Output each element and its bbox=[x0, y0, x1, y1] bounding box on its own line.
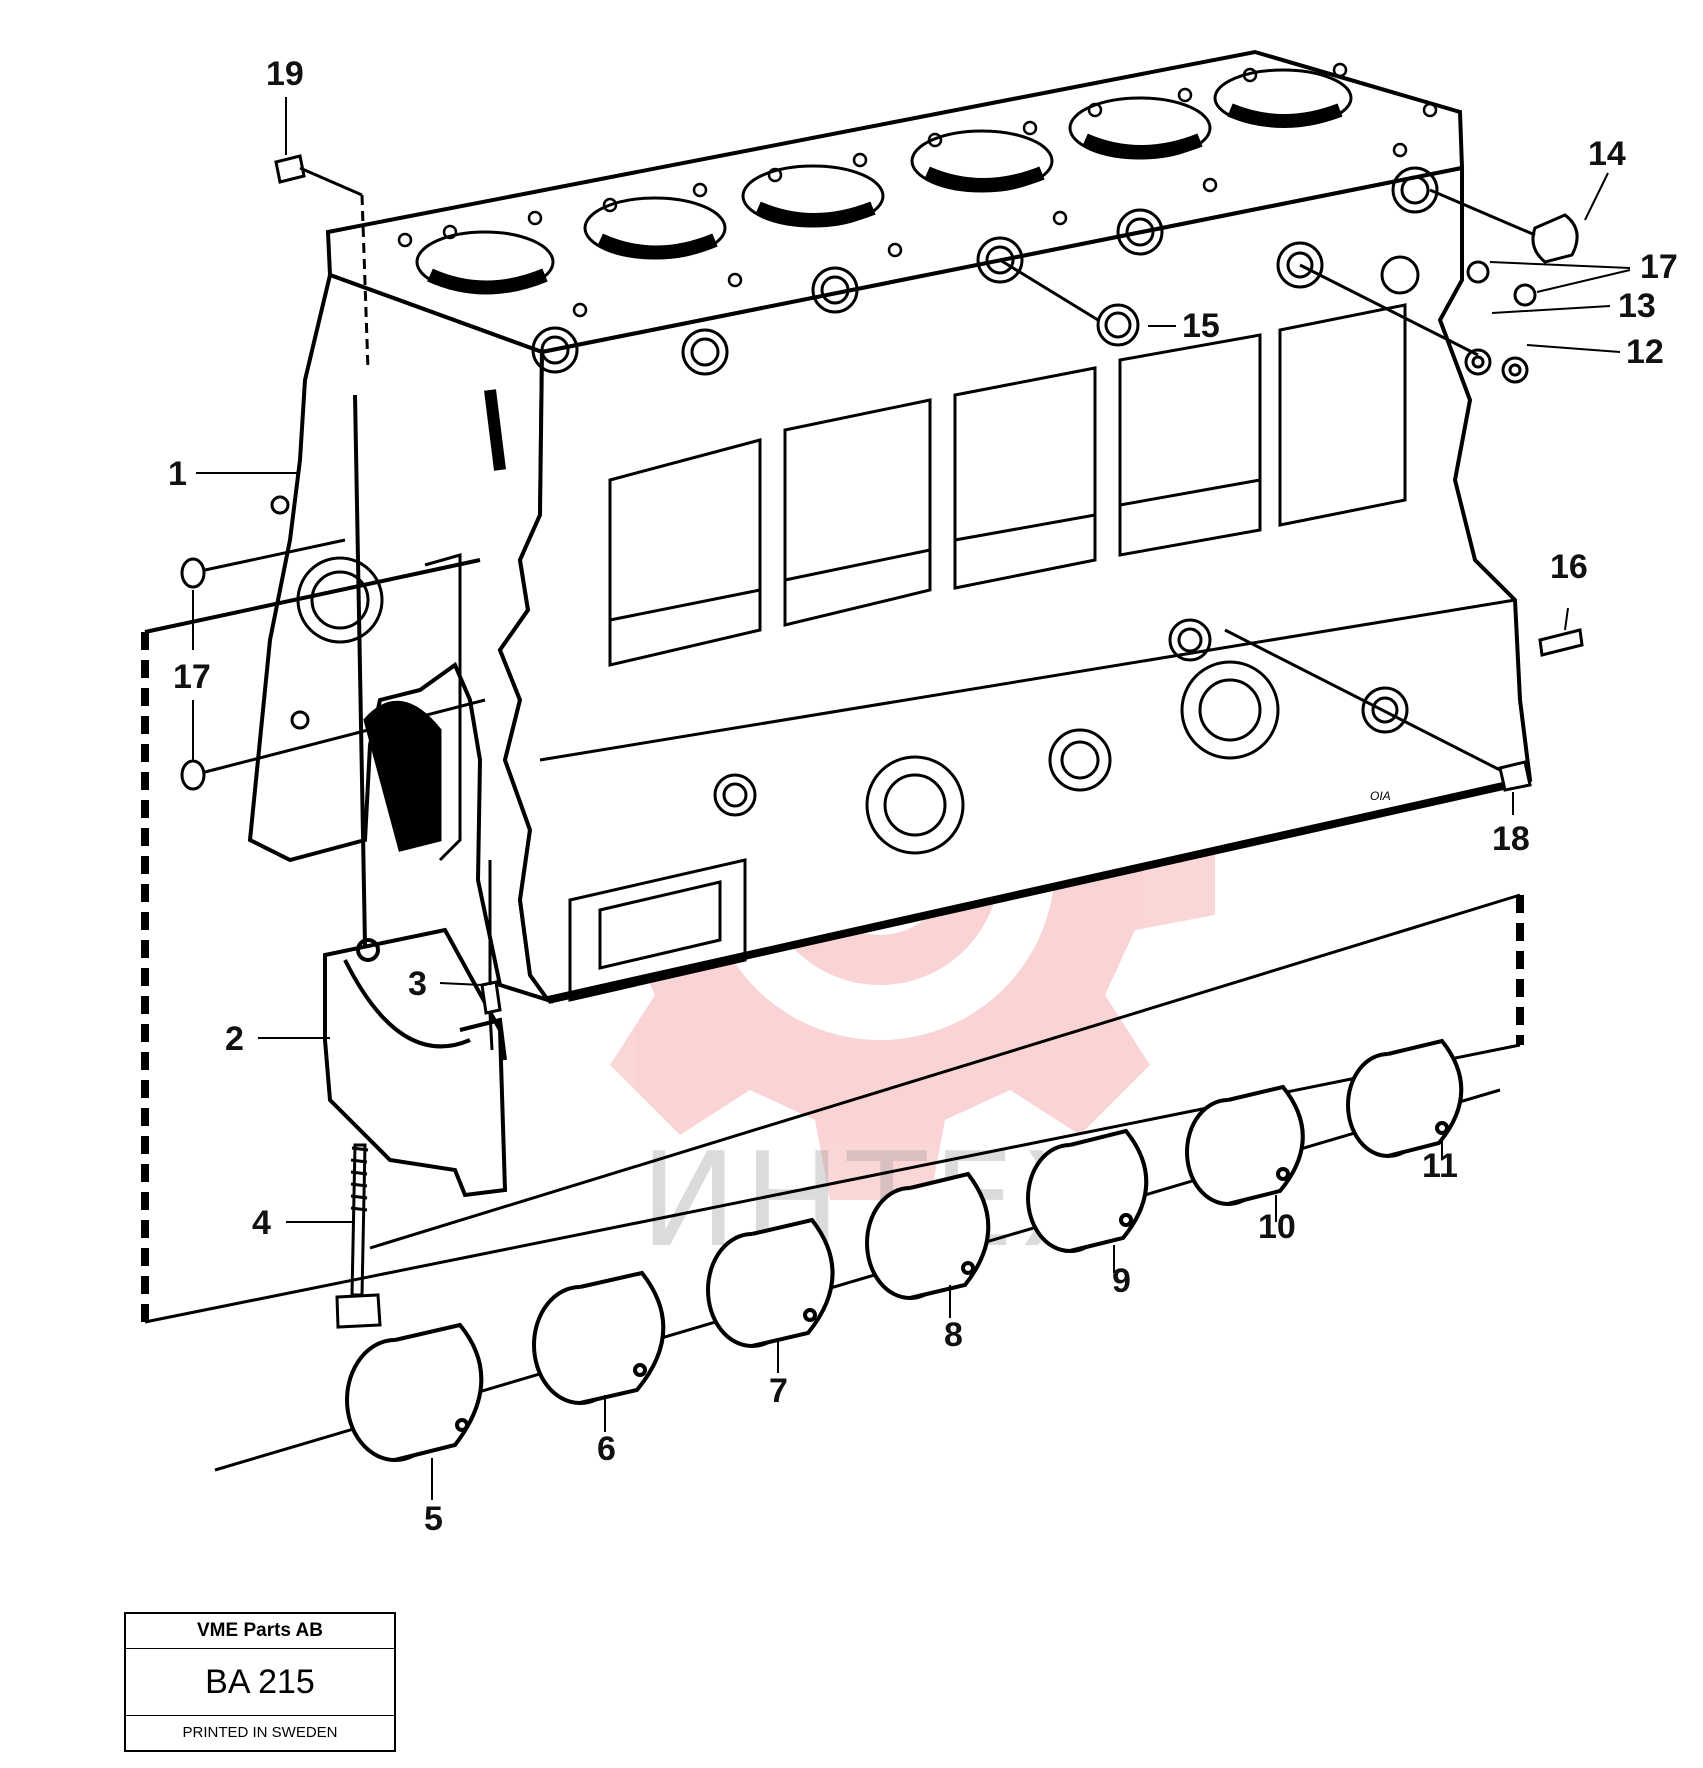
seal-ring-15 bbox=[999, 258, 1140, 347]
callout-17-right: 17 bbox=[1640, 248, 1678, 286]
front-face-details bbox=[270, 389, 506, 862]
dowel-16 bbox=[1538, 628, 1584, 657]
bearing-shells bbox=[214, 1038, 1501, 1472]
side-flange bbox=[568, 858, 747, 1002]
callout-11: 11 bbox=[1422, 1147, 1458, 1185]
callout-6: 6 bbox=[597, 1430, 616, 1468]
callout-8: 8 bbox=[944, 1316, 963, 1354]
plugs-17-left bbox=[180, 538, 486, 791]
callout-9: 9 bbox=[1112, 1262, 1131, 1300]
callout-1: 1 bbox=[168, 455, 187, 493]
bearing-shell-11 bbox=[1346, 1038, 1464, 1158]
plugs-17-right bbox=[1466, 260, 1537, 307]
dowel-3 bbox=[480, 860, 502, 1051]
core-plugs bbox=[713, 618, 1409, 855]
callout-2: 2 bbox=[225, 1020, 244, 1058]
callout-5: 5 bbox=[424, 1500, 443, 1538]
callout-3: 3 bbox=[408, 965, 427, 1003]
callout-4: 4 bbox=[252, 1204, 271, 1242]
callout-13: 13 bbox=[1618, 287, 1656, 325]
bearing-shell-10 bbox=[1185, 1084, 1305, 1206]
title-block: VME Parts AB BA 215 PRINTED IN SWEDEN bbox=[124, 1612, 396, 1752]
plug-19 bbox=[274, 154, 370, 371]
side-bosses bbox=[531, 166, 1439, 376]
callout-18: 18 bbox=[1492, 820, 1530, 858]
company-name: VME Parts AB bbox=[126, 1614, 394, 1649]
callout-16: 16 bbox=[1550, 548, 1588, 586]
plug-14 bbox=[1429, 188, 1579, 264]
bearing-shell-7 bbox=[706, 1217, 835, 1348]
bearing-shell-8 bbox=[865, 1171, 991, 1300]
callout-14: 14 bbox=[1588, 135, 1626, 173]
bearing-shell-9 bbox=[1026, 1128, 1149, 1253]
bearing-set-frame bbox=[141, 558, 1524, 1324]
main-bearing-cap-2 bbox=[323, 394, 508, 1198]
callout-15: 15 bbox=[1182, 307, 1220, 345]
callout-10: 10 bbox=[1258, 1208, 1296, 1246]
washers-12-13 bbox=[1299, 263, 1529, 384]
bearing-shell-6 bbox=[532, 1270, 666, 1405]
bearing-shell-5 bbox=[345, 1322, 484, 1462]
drawing-code: BA 215 bbox=[126, 1649, 394, 1716]
plug-18 bbox=[1224, 628, 1532, 792]
callout-12: 12 bbox=[1626, 333, 1664, 371]
engine-block bbox=[247, 49, 1533, 1004]
crankcase-windows bbox=[608, 303, 1407, 667]
callout-7: 7 bbox=[769, 1372, 788, 1410]
callout-19: 19 bbox=[266, 55, 304, 93]
callout-17-left: 17 bbox=[173, 658, 211, 696]
engraved-mark: OIA bbox=[1370, 789, 1391, 803]
cylinder-bores bbox=[415, 68, 1353, 295]
deck-bolt-holes bbox=[397, 62, 1438, 318]
leader-lines bbox=[192, 97, 1631, 1500]
printed-note: PRINTED IN SWEDEN bbox=[182, 1724, 338, 1741]
bolt-4 bbox=[335, 1143, 382, 1329]
